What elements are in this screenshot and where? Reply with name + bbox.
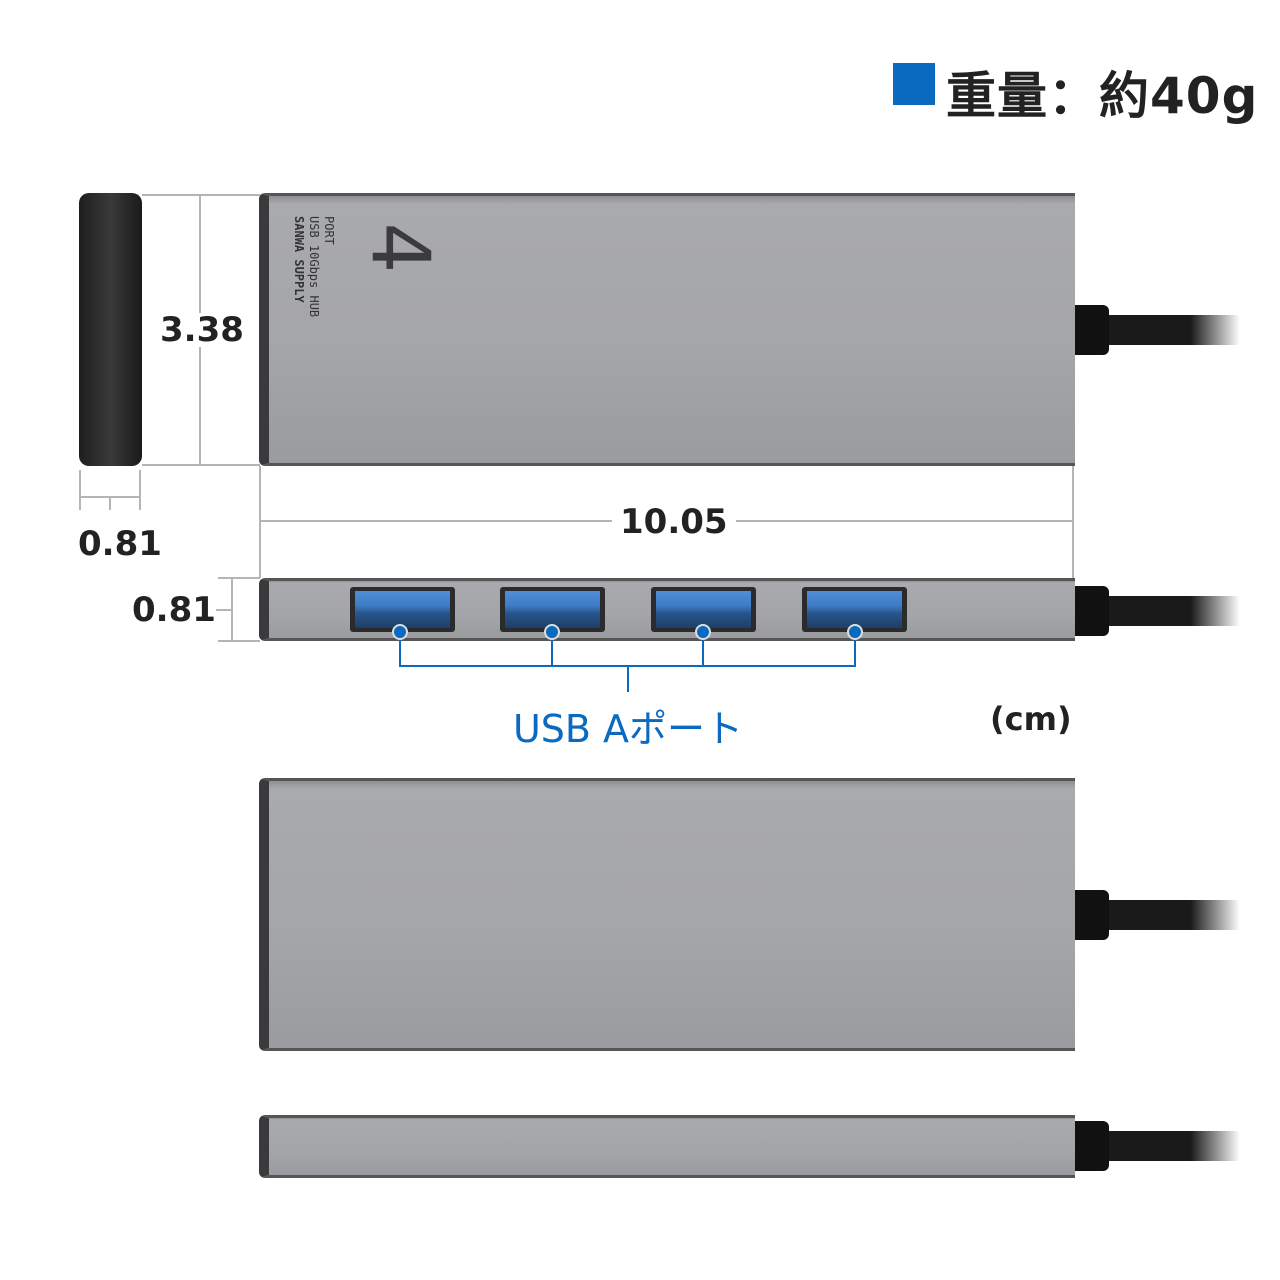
usb-a-port [500, 587, 605, 632]
callout-dot [847, 624, 863, 640]
callout-dot [544, 624, 560, 640]
callout-dot [392, 624, 408, 640]
dim-line [218, 640, 260, 642]
cable-collar [1075, 890, 1109, 940]
brand: SANWA SUPPLY [292, 216, 306, 303]
hub-end-view [79, 193, 142, 466]
unit-label: (cm) [990, 700, 1072, 738]
dim-line [218, 577, 260, 579]
logo-line2: USB 10Gbps HUB [307, 216, 321, 318]
height-dimension: 3.38 [160, 310, 244, 350]
dim-line [1072, 466, 1074, 578]
callout-dot [695, 624, 711, 640]
cable-collar [1075, 586, 1109, 636]
cable-collar [1075, 305, 1109, 355]
length-dimension: 10.05 [612, 505, 736, 539]
dim-line [79, 470, 81, 510]
dim-line [109, 496, 111, 510]
callout-line [399, 632, 401, 667]
usb-port-label: USB Aポート [512, 707, 744, 751]
legend-square [893, 63, 935, 105]
hub-back-view [259, 1115, 1075, 1178]
callout-line [854, 632, 856, 667]
dim-line [142, 464, 260, 466]
thickness-dimension: 0.81 [78, 524, 162, 564]
logo-text: PORT USB 10Gbps HUB SANWA SUPPLY [291, 216, 336, 317]
usb-a-port [802, 587, 907, 632]
hub-top-view: PORT USB 10Gbps HUB SANWA SUPPLY 4 [259, 193, 1075, 466]
callout-line [551, 632, 553, 667]
callout-line [702, 632, 704, 667]
callout-line [627, 666, 629, 692]
cable-collar [1075, 1121, 1109, 1171]
front-thickness-dimension: 0.81 [132, 590, 216, 630]
logo-line1: PORT [322, 216, 336, 245]
dim-line [231, 578, 233, 641]
dim-line [259, 466, 261, 578]
weight-title: 重量：約40g [946, 67, 1259, 125]
logo-4: 4 [353, 222, 447, 274]
dim-line [142, 194, 260, 196]
hub-bottom-view [259, 778, 1075, 1051]
dim-line [139, 470, 141, 510]
